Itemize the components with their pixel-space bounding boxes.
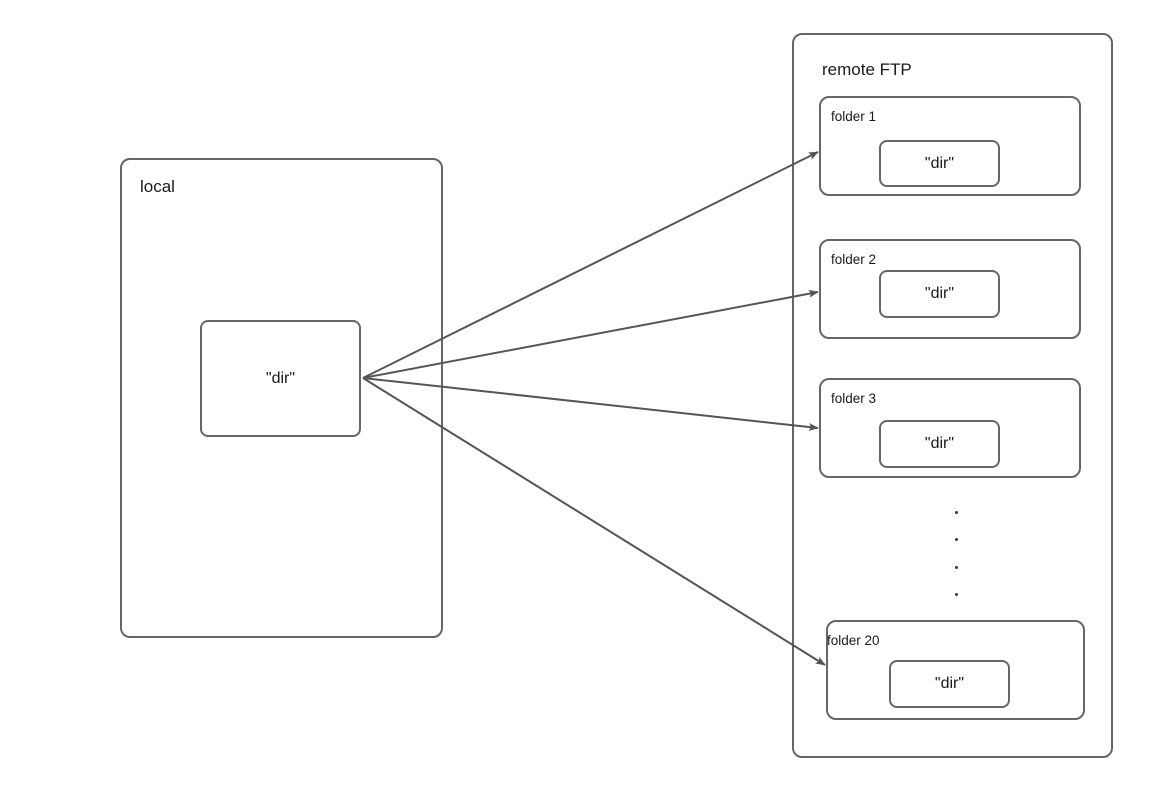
ellipsis-dot	[955, 538, 958, 541]
remote-folder-box	[819, 239, 1081, 339]
remote-folder-label: folder 1	[831, 109, 877, 124]
remote-folder-dir-label: "dir"	[934, 675, 965, 692]
local-dir-label: "dir"	[265, 369, 296, 387]
local-container-label: local	[140, 177, 175, 196]
remote-folder-dir-label: "dir"	[924, 435, 955, 452]
ellipsis-dot	[955, 566, 958, 569]
local-dir-box: "dir"	[200, 320, 361, 437]
remote-folder-dir-box: "dir"	[879, 270, 1000, 318]
ellipsis-dot	[955, 593, 958, 596]
remote-folder-dir-box: "dir"	[879, 420, 1000, 468]
remote-ftp-container-label: remote FTP	[822, 60, 912, 79]
remote-folder-label: folder 2	[831, 252, 877, 267]
remote-folder-dir-box: "dir"	[889, 660, 1010, 708]
remote-folder-dir-label: "dir"	[924, 285, 955, 302]
ellipsis-dot	[955, 511, 958, 514]
remote-folder-label: folder 3	[831, 391, 877, 406]
remote-folder-dir-label: "dir"	[924, 154, 955, 172]
remote-folder-dir-box: "dir"	[879, 140, 1000, 187]
remote-folder-label: folder 20	[827, 633, 880, 648]
